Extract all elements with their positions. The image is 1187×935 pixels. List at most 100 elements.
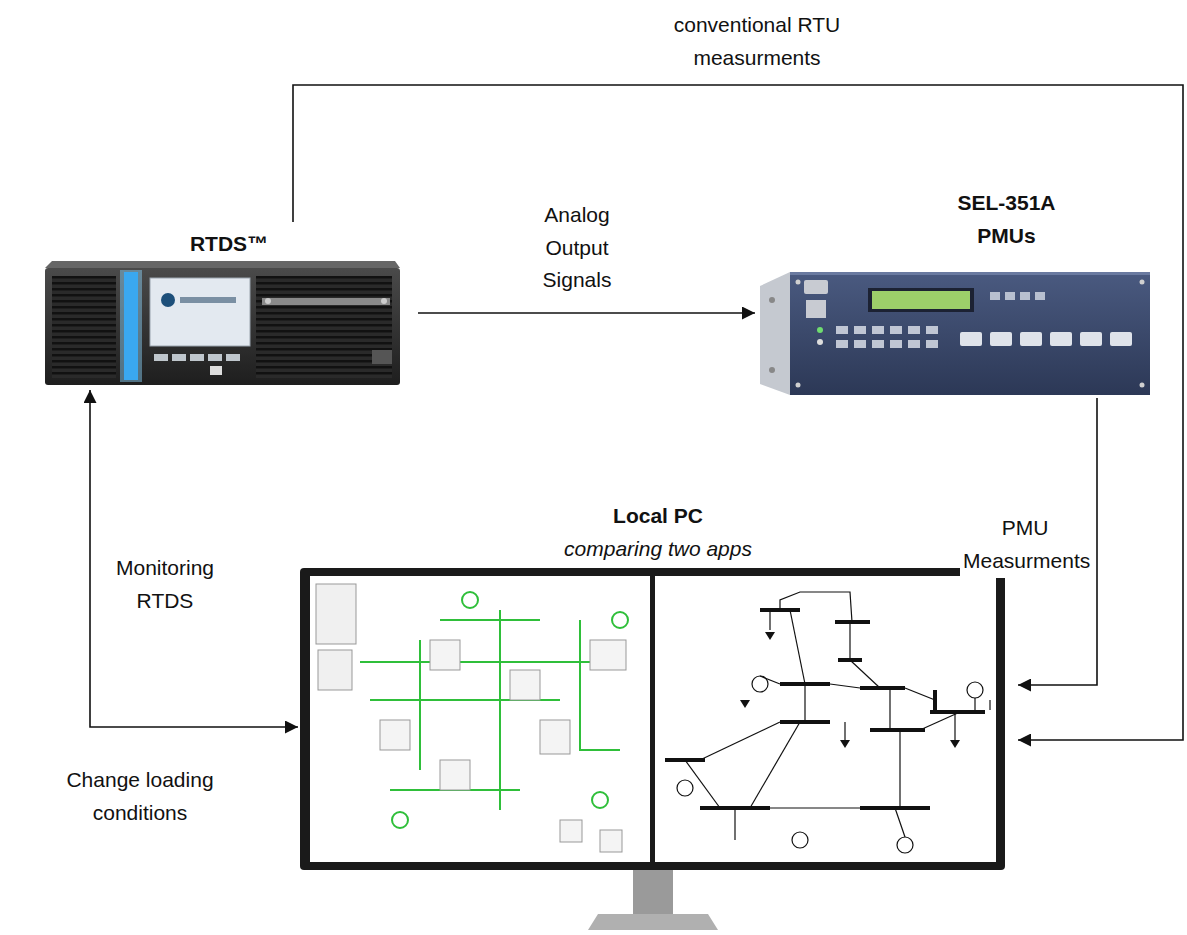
rtds-device-part — [262, 298, 390, 305]
edge-label: PMU Measurments — [960, 512, 1090, 577]
one-line-screen-part — [920, 712, 960, 730]
sel-device-part — [1080, 332, 1102, 346]
sel-device-part — [817, 327, 823, 333]
one-line-screen-part — [899, 730, 900, 808]
one-line-screen-part — [760, 676, 780, 684]
rtds-device-part — [120, 270, 142, 382]
schematic-screen-part — [440, 760, 470, 790]
monitor-part — [655, 576, 996, 862]
node-text-group: RTDS™ — [40, 222, 418, 261]
sel-device-part — [1020, 332, 1042, 346]
one-line-screen-part — [830, 684, 860, 688]
schematic-screen-part — [499, 610, 501, 810]
sel-device-part — [1140, 280, 1145, 285]
rtds-device-part — [226, 354, 240, 361]
one-line-screen-part — [734, 808, 735, 840]
rtds-device-part — [52, 276, 116, 378]
schematic-screen-part — [380, 720, 410, 750]
node-text-group: SEL-351A PMUs — [755, 183, 1168, 252]
one-line-screen-part — [677, 780, 693, 796]
sel-device-part — [854, 340, 866, 348]
sel-device-part — [790, 272, 1150, 275]
sel-device-part — [908, 326, 920, 334]
sel-device-part — [769, 297, 775, 303]
sel-device-part — [908, 340, 920, 348]
one-line-screen-part — [700, 722, 780, 760]
schematic-screen — [316, 584, 628, 852]
sel-device-part — [760, 272, 790, 395]
note-label: Change loading conditions — [40, 764, 240, 829]
schematic-screen-part — [462, 592, 478, 608]
rtds-device-part — [45, 268, 400, 385]
sel-device-part — [796, 383, 801, 388]
sel-device-part — [1005, 292, 1015, 300]
monitor-part — [310, 576, 650, 862]
one-line-screen-part — [769, 610, 770, 630]
schematic-screen-part — [318, 650, 352, 690]
one-line-screen-part — [792, 832, 808, 848]
schematic-screen-part — [419, 640, 421, 770]
rtds-device-part — [190, 354, 204, 361]
one-line-screen-part — [895, 808, 905, 837]
sel-device-part — [990, 292, 1000, 300]
sel-device-part — [1050, 332, 1072, 346]
rtds-device — [45, 261, 400, 385]
rtds-device-part — [172, 354, 186, 361]
one-line-screen-part — [804, 684, 805, 722]
signal-arrow — [1018, 398, 1097, 685]
sel-device-part — [1020, 292, 1030, 300]
edge-label: Monitoring RTDS — [100, 552, 230, 617]
schematic-screen-part — [510, 670, 540, 700]
edge-label: conventional RTU measurments — [637, 9, 877, 74]
one-line-screen — [665, 592, 990, 853]
one-line-screen-part — [850, 660, 880, 688]
sel-device-part — [926, 326, 938, 334]
sel-device-part — [872, 326, 884, 334]
rtds-device-part — [150, 278, 250, 346]
sel-device-part — [796, 280, 801, 285]
schematic-screen-part — [540, 720, 570, 754]
schematic-screen-part — [592, 792, 608, 808]
device-title: Local PC — [298, 500, 1018, 533]
one-line-screen-part — [897, 837, 913, 853]
sel-device-part — [960, 332, 982, 346]
one-line-screen-part — [750, 722, 800, 808]
sel-device-part — [1140, 383, 1145, 388]
schematic-screen-part — [590, 640, 626, 670]
sel-device-part — [990, 332, 1012, 346]
sel-device-part — [854, 326, 866, 334]
one-line-screen-part — [765, 632, 775, 640]
rtds-device-part — [256, 276, 392, 378]
schematic-screen-part — [612, 612, 628, 628]
monitor-part — [300, 568, 1005, 870]
monitor-part — [633, 870, 673, 914]
sel-device-part — [872, 340, 884, 348]
monitor-part — [588, 914, 718, 930]
node-text-group: Local PCcomparing two apps — [298, 498, 1018, 565]
rtds-device-part — [180, 297, 236, 303]
sel-device-part — [872, 291, 970, 309]
device-subtitle: comparing two apps — [298, 533, 1018, 566]
one-line-screen-part — [905, 688, 935, 700]
one-line-screen-part — [950, 740, 960, 748]
signal-arrow — [418, 312, 755, 314]
sel-device-part — [806, 300, 826, 318]
one-line-screen-part — [849, 622, 850, 660]
one-line-screen-part — [989, 700, 990, 710]
rtds-device-part — [381, 298, 387, 304]
one-line-screen-part — [954, 712, 955, 740]
one-line-screen-part — [740, 807, 880, 808]
device-title: SEL-351A PMUs — [947, 187, 1067, 252]
sel-device-part — [1035, 292, 1045, 300]
one-line-screen-part — [790, 610, 805, 684]
signal-arrow — [90, 390, 298, 727]
one-line-screen-part — [889, 688, 890, 730]
pmu-node: SEL-351A PMUs — [755, 183, 1168, 398]
sel-device-part — [926, 340, 938, 348]
rtds-device-part — [124, 272, 138, 380]
sel-device-part — [790, 272, 1150, 395]
